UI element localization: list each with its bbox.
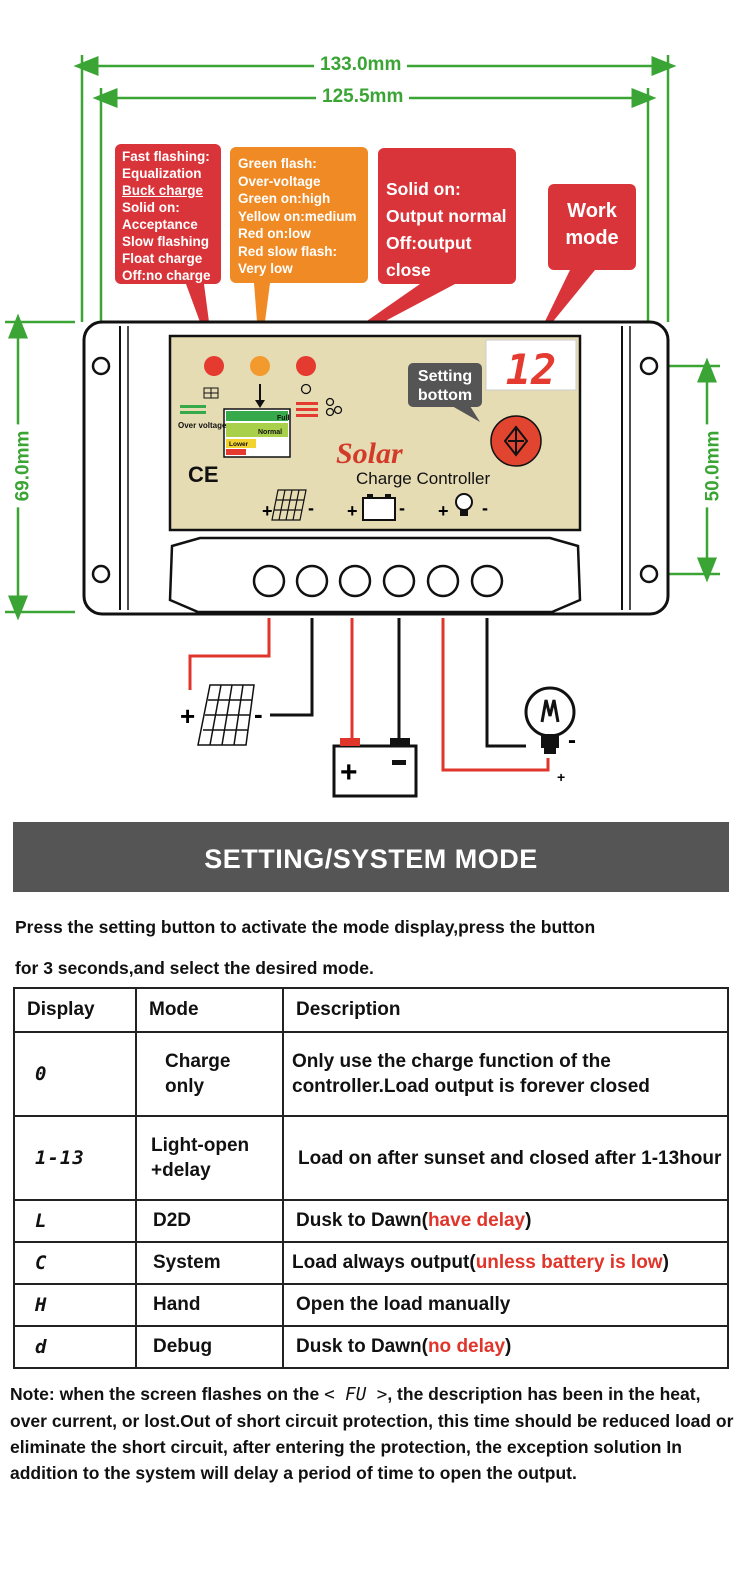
load-status-callout: Solid on: Output normal Off:output close xyxy=(378,148,516,284)
setting-label-line2: bottom xyxy=(418,387,472,404)
product-subtitle: Charge Controller xyxy=(356,469,491,488)
svg-text:-: - xyxy=(308,498,314,518)
wiring xyxy=(188,618,550,772)
panel-solar-symbol: + - xyxy=(262,489,314,521)
row-display: d xyxy=(13,1325,137,1369)
row-display: C xyxy=(13,1241,137,1285)
ce-mark: CE xyxy=(188,462,219,487)
dimension-outer-width: 133.0mm xyxy=(314,54,408,76)
charge-led xyxy=(204,356,224,376)
svg-text:-: - xyxy=(482,498,488,518)
battery-led xyxy=(250,356,270,376)
battery-status-callout: Green flash: Over-voltage Green on:high … xyxy=(230,147,368,283)
row-display: H xyxy=(13,1283,137,1327)
svg-text:+: + xyxy=(180,701,195,731)
row-description: Load always output(unless battery is low… xyxy=(282,1241,729,1285)
row-description: Only use the charge function of the cont… xyxy=(282,1031,729,1117)
header-display: Display xyxy=(13,987,137,1033)
setting-label-box xyxy=(408,363,482,407)
row-description: Dusk to Dawn(have delay) xyxy=(282,1199,729,1243)
svg-text:-: - xyxy=(254,699,263,729)
mode-display xyxy=(485,339,577,391)
svg-text:+: + xyxy=(438,501,449,521)
load-led xyxy=(296,356,316,376)
svg-text:+: + xyxy=(340,756,358,789)
external-bulb-icon: - + xyxy=(524,686,576,785)
row-description: Open the load manually xyxy=(282,1283,729,1327)
svg-text:+: + xyxy=(262,501,273,521)
setting-button[interactable] xyxy=(490,415,542,467)
section-title: SETTING/SYSTEM MODE xyxy=(13,822,729,892)
row-mode: System xyxy=(135,1241,284,1285)
external-solar-panel-icon: + - xyxy=(180,684,263,746)
charge-status-callout: Fast flashing: Equalization Buck charge … xyxy=(115,144,221,284)
dimension-inner-width: 125.5mm xyxy=(316,86,410,108)
controller-body xyxy=(82,320,670,616)
table-row: 1-13 Light-open+delay Load on after suns… xyxy=(13,1115,729,1201)
table-row: H Hand Open the load manually xyxy=(13,1283,729,1327)
table-row: C System Load always output(unless batte… xyxy=(13,1241,729,1285)
intro-line-2: for 3 seconds,and select the desired mod… xyxy=(15,958,374,978)
normal-label: Normal xyxy=(258,429,282,436)
svg-text:-: - xyxy=(399,498,405,518)
brand-logo: Solar xyxy=(336,437,403,470)
row-mode: Hand xyxy=(135,1283,284,1327)
table-row: L D2D Dusk to Dawn(have delay) xyxy=(13,1199,729,1243)
row-display: 1-13 xyxy=(13,1115,137,1201)
svg-text:-: - xyxy=(568,727,576,754)
external-battery-icon: + xyxy=(332,738,418,798)
header-mode: Mode xyxy=(135,987,284,1033)
row-display: L xyxy=(13,1199,137,1243)
svg-text:+: + xyxy=(557,769,565,785)
row-mode: Debug xyxy=(135,1325,284,1369)
table-header-row: Display Mode Description xyxy=(13,987,729,1033)
full-label: Full xyxy=(277,415,289,422)
work-mode-callout: Work mode xyxy=(548,184,636,270)
dimension-hole-spacing: 50.0mm xyxy=(702,424,725,508)
panel-battery-symbol: + - xyxy=(347,494,405,521)
lower-label: Lower xyxy=(229,441,249,448)
controller-diagram: Over voltage Full Normal Lower CE Settin… xyxy=(5,55,720,798)
dimension-height: 69.0mm xyxy=(12,424,35,508)
panel-load-symbol: + - xyxy=(438,493,488,521)
row-description: Load on after sunset and closed after 1-… xyxy=(282,1115,729,1201)
table-row: d Debug Dusk to Dawn(no delay) xyxy=(13,1325,729,1369)
over-voltage-label: Over voltage xyxy=(178,421,227,430)
row-description: Dusk to Dawn(no delay) xyxy=(282,1325,729,1369)
display-value: 12 xyxy=(506,345,557,394)
solar-panel-icon xyxy=(203,387,219,399)
battery-level-graphic xyxy=(180,384,318,458)
setting-label-line1: Setting xyxy=(418,368,472,385)
bulb-icon xyxy=(300,383,343,417)
svg-text:+: + xyxy=(347,501,358,521)
row-display: 0 xyxy=(13,1031,137,1117)
row-mode: D2D xyxy=(135,1199,284,1243)
note-text: Note: when the screen flashes on the < F… xyxy=(10,1384,734,1483)
row-mode: Light-open+delay xyxy=(135,1115,284,1201)
header-description: Description xyxy=(282,987,729,1033)
intro-line-1: Press the setting button to activate the… xyxy=(15,917,596,937)
